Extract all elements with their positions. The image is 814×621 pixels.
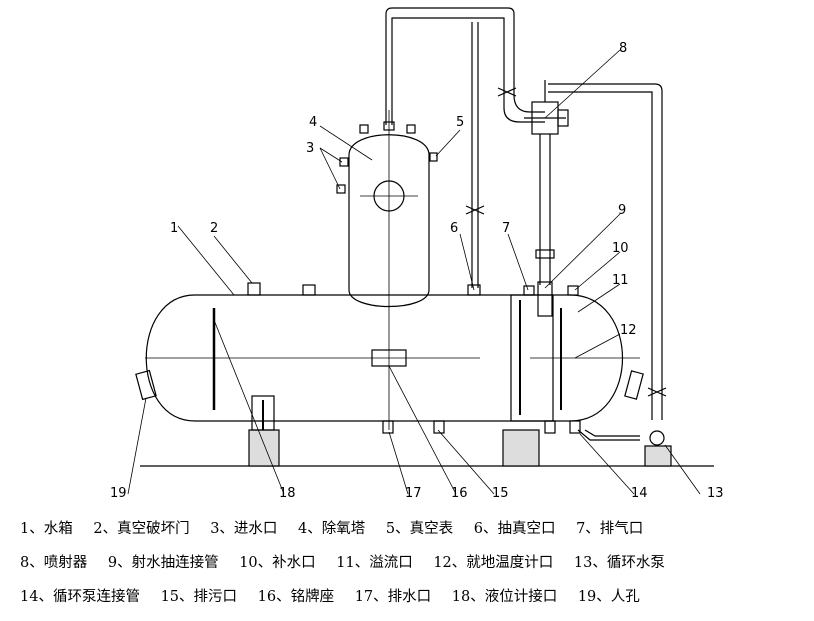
- legend-item: 14、循环泵连接管: [20, 589, 140, 605]
- legend-item: 10、补水口: [239, 555, 316, 571]
- callout-16: 16: [451, 486, 468, 501]
- legend-item: 8、喷射器: [20, 555, 88, 571]
- legend-item: 13、循环水泵: [573, 555, 665, 571]
- level-gauge-right: [510, 294, 554, 422]
- legend-item: 9、射水抽连接管: [107, 555, 219, 571]
- callout-4: 4: [309, 115, 317, 130]
- callout-10: 10: [612, 241, 629, 256]
- callout-8: 8: [619, 41, 627, 56]
- callout-18: 18: [279, 486, 296, 501]
- legend-row: 8、喷射器 9、射水抽连接管 10、补水口 11、溢流口 12、就地温度计口 1…: [20, 546, 810, 580]
- pump-loop-pipe: [548, 83, 663, 420]
- callout-3: 3: [306, 141, 314, 156]
- legend-item: 17、排水口: [354, 589, 432, 605]
- legend-item: 15、排污口: [160, 589, 238, 605]
- legend-item: 18、液位计接口: [451, 589, 558, 605]
- callout-7: 7: [502, 221, 510, 236]
- legend-item: 12、就地温度计口: [433, 555, 554, 571]
- legend-item: 16、铭牌座: [257, 589, 335, 605]
- support-right: [502, 429, 540, 467]
- legend-item: 6、抽真空口: [473, 521, 556, 537]
- callout-5: 5: [456, 115, 464, 130]
- support-left: [248, 429, 280, 467]
- callout-12: 12: [620, 323, 637, 338]
- legend-item: 1、水箱: [20, 521, 73, 537]
- parts-legend: 1、水箱 2、真空破坏门 3、进水口 4、除氧塔 5、真空表 6、抽真空口 7、…: [20, 512, 810, 614]
- callout-14: 14: [631, 486, 648, 501]
- callout-17: 17: [405, 486, 422, 501]
- manhole-19: [135, 369, 157, 401]
- legend-row: 14、循环泵连接管 15、排污口 16、铭牌座 17、排水口 18、液位计接口 …: [20, 580, 810, 614]
- vacuum-breaker-nozzle: [247, 282, 261, 296]
- callout-19: 19: [110, 486, 127, 501]
- legend-item: 2、真空破坏门: [93, 521, 190, 537]
- callout-2: 2: [210, 221, 218, 236]
- circulation-pump: [649, 430, 665, 446]
- vacuum-loop-pipe: [385, 7, 545, 125]
- pump-base: [644, 445, 672, 467]
- equipment-drawing: 1 2 3 4 5 6 7 8 9 10 11 12 13 14 15 16 1…: [110, 7, 724, 501]
- callout-13: 13: [707, 486, 724, 501]
- legend-item: 4、除氧塔: [298, 521, 366, 537]
- callout-15: 15: [492, 486, 509, 501]
- callout-9: 9: [618, 203, 626, 218]
- callout-6: 6: [450, 221, 458, 236]
- legend-item: 5、真空表: [385, 521, 454, 537]
- callout-11: 11: [612, 273, 629, 288]
- legend-row: 1、水箱 2、真空破坏门 3、进水口 4、除氧塔 5、真空表 6、抽真空口 7、…: [20, 512, 810, 546]
- legend-item: 11、溢流口: [336, 555, 413, 571]
- deaerator-tower: [348, 134, 430, 308]
- legend-item: 19、人孔: [577, 589, 640, 605]
- legend-item: 3、进水口: [210, 521, 278, 537]
- legend-item: 7、排气口: [576, 521, 644, 537]
- callout-1: 1: [170, 221, 178, 236]
